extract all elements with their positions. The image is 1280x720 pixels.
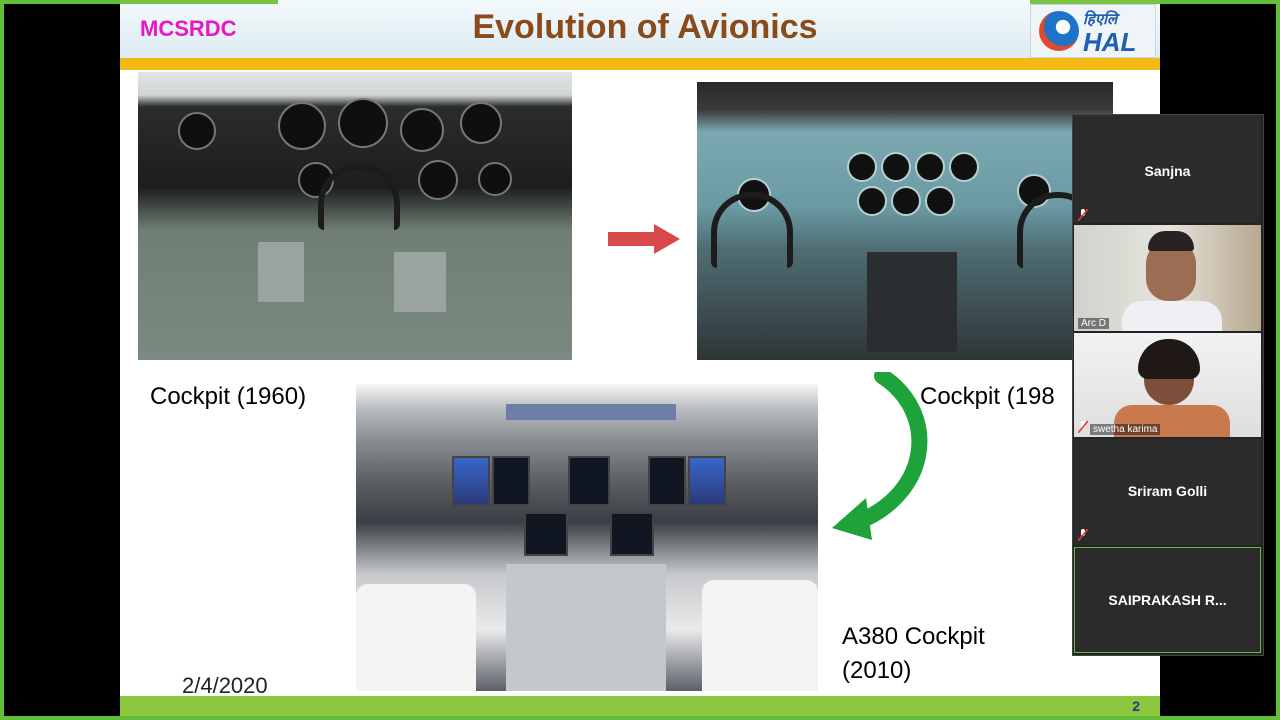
hal-logo-hindi: हिएलि	[1083, 11, 1118, 28]
slide-date: 2/4/2020	[182, 673, 268, 698]
gauge-icon	[891, 186, 921, 216]
gauge-icon	[925, 186, 955, 216]
rudder-pedal	[258, 242, 304, 302]
hal-logo-text: HAL	[1083, 27, 1137, 57]
yoke-icon	[711, 192, 793, 268]
participant-name: Arc D	[1078, 318, 1109, 329]
participant-tile[interactable]: Arc D	[1074, 225, 1261, 331]
gauge-icon	[847, 152, 877, 182]
caption-cockpit-1980: Cockpit (198	[920, 383, 1055, 410]
slide-number: 2	[1132, 698, 1140, 714]
gauge-icon	[460, 102, 502, 144]
brand-text: MCSRDC	[140, 16, 237, 41]
slide-title: Evolution of Avionics	[472, 8, 818, 46]
participant-video	[1074, 225, 1261, 331]
gauge-icon	[857, 186, 887, 216]
nd-screen	[492, 456, 530, 506]
overhead-panel	[506, 404, 676, 420]
caption-a380-line1: A380 Cockpit	[842, 623, 985, 650]
window-frame-right	[1276, 0, 1280, 720]
gauge-icon	[949, 152, 979, 182]
caption-a380-line2: (2010)	[842, 657, 912, 684]
gauge-icon	[178, 112, 216, 150]
throttle-console	[867, 252, 957, 352]
hal-logo: हिएलि HAL	[1030, 4, 1156, 58]
hal-swoosh-icon	[1039, 11, 1079, 51]
control-stick-icon	[318, 164, 400, 230]
participant-tile[interactable]: Sanjna	[1074, 115, 1261, 223]
gauge-icon	[478, 162, 512, 196]
participant-name: SAIPRAKASH R...	[1108, 592, 1227, 608]
participant-video	[1074, 333, 1261, 437]
shared-slide: MCSRDC Evolution of Avionics हिएलि HAL	[120, 0, 1160, 716]
cockpit-a380-image	[356, 384, 818, 691]
rudder-pedal	[394, 252, 446, 312]
participant-name: swetha karima	[1090, 424, 1161, 435]
mfd-screen	[524, 512, 568, 556]
gauge-icon	[400, 108, 444, 152]
pilot-seat	[702, 580, 818, 691]
header-accent-left	[120, 0, 278, 4]
participant-tile-active-speaker[interactable]: SAIPRAKASH R...	[1074, 547, 1261, 653]
pfd-screen	[452, 456, 490, 506]
nd-screen	[648, 456, 686, 506]
gauge-icon	[278, 102, 326, 150]
curved-arrow-down-icon	[832, 372, 928, 540]
cockpit-1960-image	[138, 72, 572, 360]
gauge-icon	[881, 152, 911, 182]
cockpit-1980-image	[697, 82, 1113, 360]
mfd-screen	[610, 512, 654, 556]
slide-header: MCSRDC Evolution of Avionics हिएलि HAL	[120, 0, 1160, 58]
pedestal-console	[506, 564, 666, 691]
header-divider-bar	[120, 58, 1160, 70]
header-accent-right	[1030, 0, 1160, 4]
pilot-seat	[356, 584, 476, 691]
participant-tile[interactable]: Sriram Golli	[1074, 439, 1261, 545]
gauge-icon	[338, 98, 388, 148]
gauge-icon	[418, 160, 458, 200]
caption-cockpit-1960: Cockpit (1960)	[150, 383, 307, 410]
mic-muted-icon	[1078, 529, 1088, 541]
participant-name: Sriram Golli	[1127, 483, 1208, 499]
mic-muted-icon	[1078, 209, 1088, 221]
gauge-icon	[915, 152, 945, 182]
participant-tile[interactable]: swetha karima	[1074, 333, 1261, 437]
window-frame-left	[0, 0, 4, 720]
footer-bar	[120, 696, 1160, 716]
participant-name: Sanjna	[1144, 163, 1191, 179]
caption-a380: A380 Cockpit (2010)	[842, 620, 985, 688]
window-frame-bottom	[0, 716, 1280, 720]
mic-muted-icon	[1078, 421, 1088, 433]
participants-panel: Sanjna Arc D swetha karima Sriram Golli	[1072, 114, 1264, 656]
ewd-screen	[568, 456, 610, 506]
arrow-right-icon	[608, 224, 680, 254]
pfd-screen	[688, 456, 726, 506]
